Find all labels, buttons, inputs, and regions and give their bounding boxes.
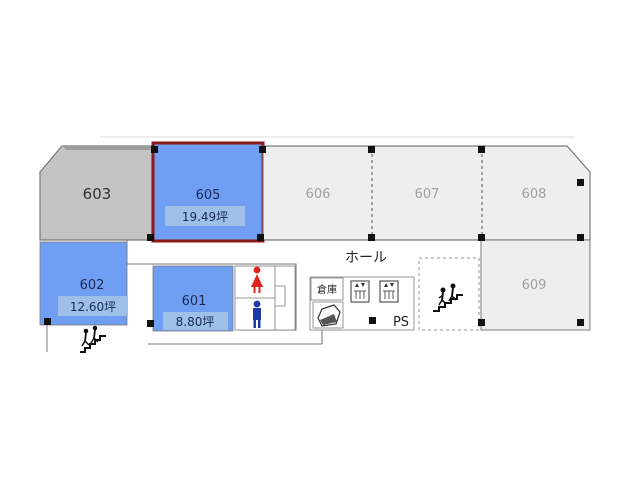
unit-602-number: 602	[80, 278, 105, 293]
column-marker	[259, 146, 266, 153]
column-marker	[368, 234, 375, 241]
column-marker	[147, 234, 154, 241]
stairs-icon	[80, 325, 106, 353]
ps-label: PS	[393, 315, 409, 330]
female-restroom-icon	[251, 266, 263, 293]
ps-marker	[369, 317, 376, 324]
unit-605-area-bg	[165, 206, 245, 226]
column-marker	[147, 320, 154, 327]
unit-608-number: 608	[522, 187, 547, 202]
elevator-icon	[379, 280, 399, 303]
unit-603-shadow	[62, 146, 152, 150]
unit-609[interactable]	[480, 239, 591, 331]
structural-columns	[44, 146, 584, 327]
unit-605-area: 19.49坪	[182, 210, 228, 224]
unit-605-number: 605	[196, 188, 221, 203]
unit-606-number: 606	[306, 187, 331, 202]
elevator-icon	[350, 280, 370, 303]
unit-609-number: 609	[522, 278, 547, 293]
upper-right-block	[262, 145, 591, 241]
storage-label: 倉庫	[317, 283, 337, 296]
stairs-icon	[433, 283, 463, 312]
unit-607-number: 607	[415, 187, 440, 202]
trash-icon	[312, 301, 344, 329]
column-marker	[478, 146, 485, 153]
restroom-passage	[275, 285, 286, 307]
column-marker	[478, 319, 485, 326]
unit-601-area-bg	[163, 312, 228, 330]
unit-601-number: 601	[182, 294, 207, 309]
column-marker	[151, 146, 158, 153]
unit-602-area: 12.60坪	[70, 300, 116, 314]
column-marker	[257, 234, 264, 241]
unit-603-number: 603	[83, 185, 112, 203]
column-marker	[577, 179, 584, 186]
unit-601-area: 8.80坪	[176, 315, 215, 329]
column-marker	[478, 234, 485, 241]
hall-label: ホール	[345, 250, 387, 266]
storage-room	[310, 277, 344, 301]
unit-602-area-bg	[58, 296, 128, 316]
column-marker	[368, 146, 375, 153]
column-marker	[577, 234, 584, 241]
column-marker	[577, 319, 584, 326]
male-restroom-icon	[253, 300, 261, 328]
stairwell	[418, 257, 480, 331]
column-marker	[44, 318, 51, 325]
